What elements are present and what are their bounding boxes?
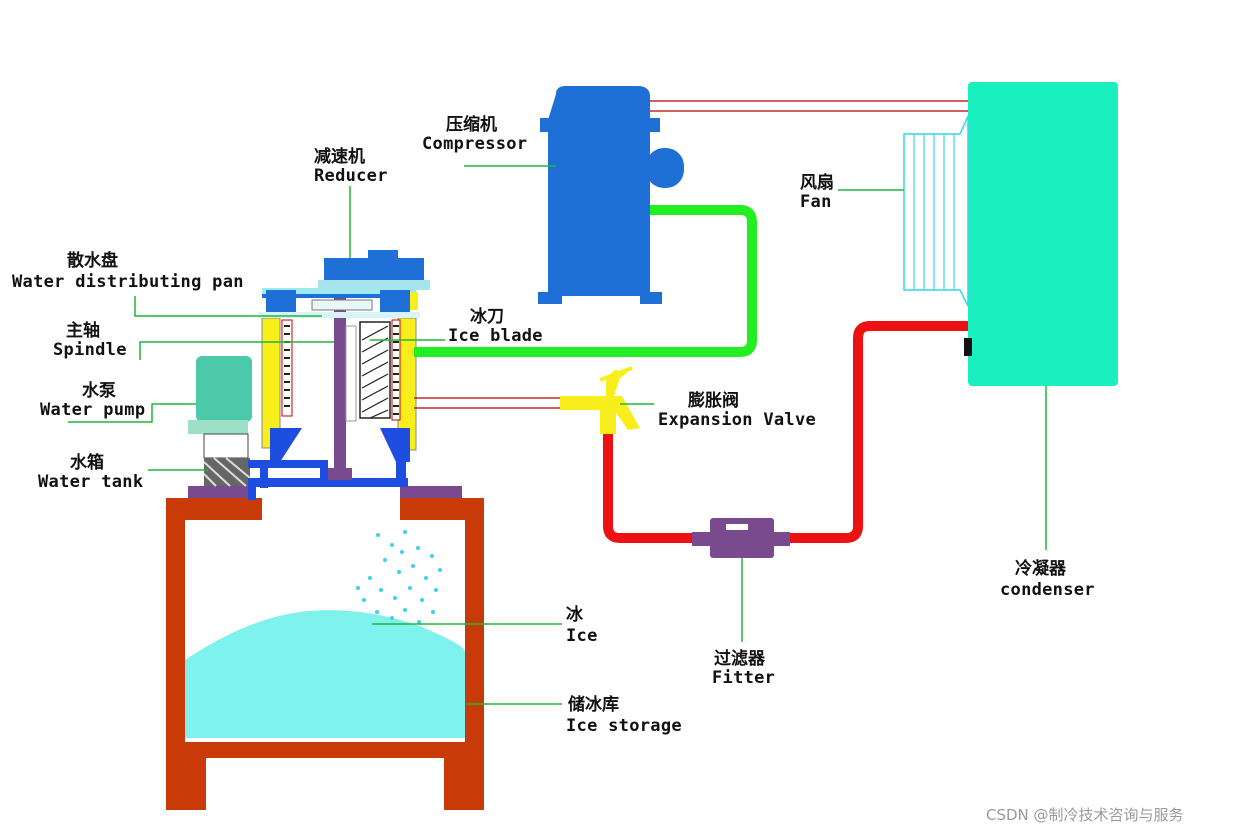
liquid-pipe — [786, 321, 968, 543]
filter-label-en: Fitter — [712, 668, 776, 688]
coil-hatch-right — [393, 325, 399, 415]
watermark: CSDN @制冷技术咨询与服务 — [986, 806, 1184, 824]
expansion-valve — [560, 366, 640, 434]
expansion-line — [414, 397, 560, 409]
water-pump-label-en: Water pump — [40, 400, 146, 420]
ice-particles — [356, 530, 442, 624]
condenser-label-cn: 冷凝器 — [1015, 559, 1066, 579]
leader-lines — [68, 165, 1047, 705]
expansion-valve-label-en: Expansion Valve — [658, 410, 817, 430]
condenser — [964, 82, 1118, 386]
water-pan-label-en: Water distributing pan — [12, 272, 244, 292]
ice-blade-label-en: Ice blade — [448, 326, 543, 346]
fan-label-cn: 风扇 — [800, 173, 834, 193]
water-pump-label-cn: 水泵 — [82, 381, 116, 401]
ice-label-en: Ice — [566, 626, 598, 646]
compressor — [538, 86, 684, 304]
reducer — [318, 250, 430, 290]
ice-label-cn: 冰 — [566, 605, 583, 625]
ice-pile — [185, 610, 465, 738]
water-tank-label-cn: 水箱 — [70, 453, 104, 473]
spindle-label-cn: 主轴 — [66, 321, 100, 341]
water-tank-label-en: Water tank — [38, 472, 144, 492]
ice-blade-label-cn: 冰刀 — [470, 307, 504, 327]
reducer-label-cn: 减速机 — [314, 147, 365, 167]
filter-label-cn: 过滤器 — [714, 649, 765, 669]
ice-storage-label-cn: 储冰库 — [568, 695, 619, 715]
filter-drier — [692, 518, 790, 558]
evaporator — [258, 288, 420, 480]
water-pan-label-cn: 散水盘 — [67, 251, 118, 271]
compressor-label-cn: 压缩机 — [446, 115, 497, 135]
condenser-label-en: condenser — [1000, 580, 1095, 600]
compressor-label-en: Compressor — [422, 134, 528, 154]
fan-label-en: Fan — [800, 192, 832, 212]
ice-storage-label-en: Ice storage — [566, 716, 682, 736]
suction-pipe — [414, 205, 757, 357]
reducer-label-en: Reducer — [314, 166, 388, 186]
spindle-label-en: Spindle — [53, 340, 127, 360]
discharge-line — [650, 100, 968, 112]
liquid-pipe-lower — [603, 422, 710, 543]
water-pump — [188, 356, 252, 459]
expansion-valve-label-cn: 膨胀阀 — [688, 391, 739, 411]
ice-storage-bin — [166, 486, 484, 810]
fan — [903, 115, 969, 307]
water-tank — [203, 457, 251, 487]
